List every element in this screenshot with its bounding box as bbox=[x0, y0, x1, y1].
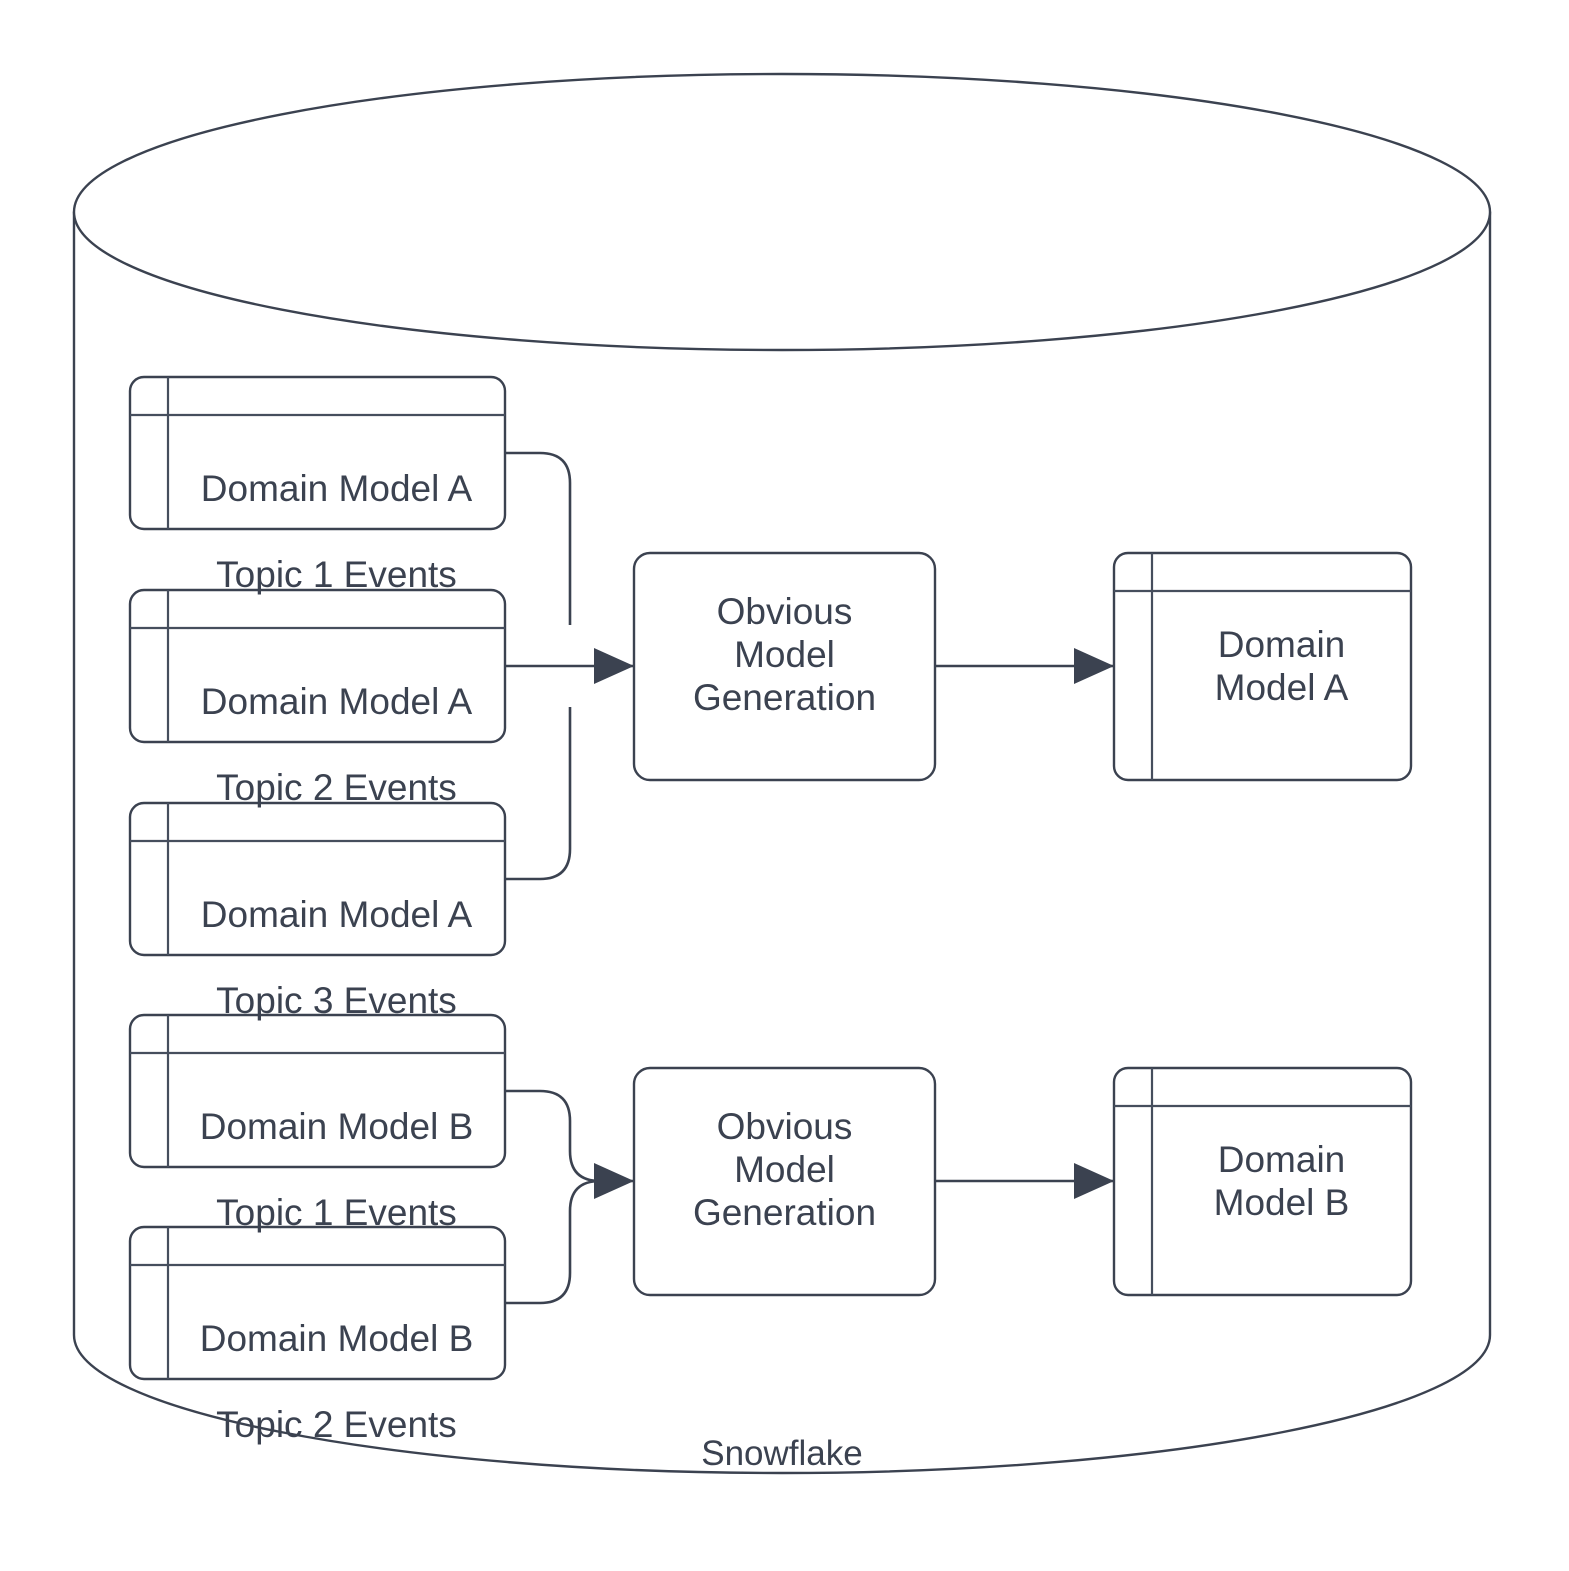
src-a-3-outline bbox=[128, 801, 507, 957]
edge-a2 bbox=[505, 648, 634, 684]
edge-b-out-arrowhead bbox=[1074, 1163, 1114, 1199]
process-box-proc-a[interactable] bbox=[632, 551, 937, 782]
edge-a2-arrowhead bbox=[594, 648, 634, 684]
edge-b2 bbox=[505, 1179, 601, 1305]
src-b-1-outline bbox=[128, 1013, 507, 1169]
edge-b1 bbox=[505, 1089, 601, 1183]
output-table-out-b[interactable] bbox=[1112, 1066, 1413, 1297]
edge-b2-path bbox=[505, 1179, 601, 1305]
snowflake-cylinder[interactable] bbox=[72, 72, 1492, 1475]
out-b-outline bbox=[1112, 1066, 1413, 1297]
edge-b-merge bbox=[594, 1163, 634, 1199]
source-table-src-b-2[interactable] bbox=[128, 1225, 507, 1381]
source-table-src-a-2[interactable] bbox=[128, 588, 507, 744]
proc-b-outline bbox=[632, 1066, 937, 1297]
proc-a-outline bbox=[632, 551, 937, 782]
edge-a3-path bbox=[505, 707, 572, 881]
edge-a-out bbox=[935, 648, 1114, 684]
edge-a-out-arrowhead bbox=[1074, 648, 1114, 684]
edge-b-merge-arrowhead bbox=[594, 1163, 634, 1199]
source-table-src-a-3[interactable] bbox=[128, 801, 507, 957]
src-b-2-outline bbox=[128, 1225, 507, 1381]
source-table-src-b-1[interactable] bbox=[128, 1013, 507, 1169]
source-table-src-a-1[interactable] bbox=[128, 375, 507, 531]
cylinder-top-ellipse bbox=[72, 72, 1492, 352]
out-a-outline bbox=[1112, 551, 1413, 782]
edge-a1-path bbox=[505, 451, 572, 625]
cylinder-body bbox=[72, 210, 1492, 1475]
edge-a1 bbox=[505, 451, 572, 625]
src-a-2-outline bbox=[128, 588, 507, 744]
edge-a3 bbox=[505, 707, 572, 881]
edge-b1-path bbox=[505, 1089, 601, 1183]
output-table-out-a[interactable] bbox=[1112, 551, 1413, 782]
process-box-proc-b[interactable] bbox=[632, 1066, 937, 1297]
src-a-1-outline bbox=[128, 375, 507, 531]
edge-b-out bbox=[935, 1163, 1114, 1199]
